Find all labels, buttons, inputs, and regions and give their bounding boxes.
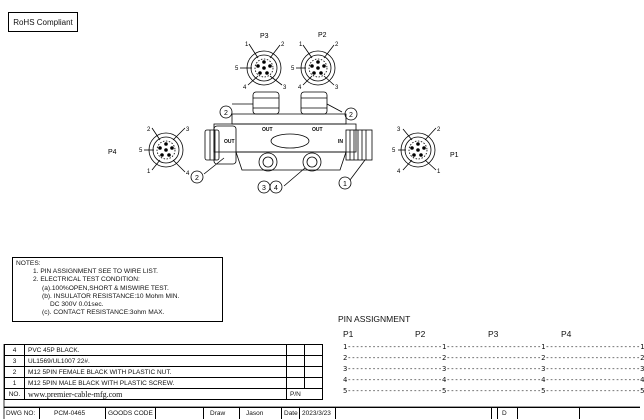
p4-label: P4 xyxy=(108,149,117,156)
draw-label: Draw xyxy=(204,407,240,419)
table-row: 3 UL1569/UL1007 22#. xyxy=(4,355,323,367)
bom-desc: UL1569/UL1007 22#. xyxy=(24,355,287,367)
callout-number: 2 xyxy=(349,112,353,119)
pin-assignment-row: 5-----------------------5---------------… xyxy=(343,386,644,395)
pin-number: 1 xyxy=(299,42,303,48)
connector-body-side-view xyxy=(204,91,373,172)
bom-no: 2 xyxy=(4,366,25,378)
pin-assignment-row: 2-----------------------2---------------… xyxy=(343,353,644,362)
note-line: DC 300V 0.01sec. xyxy=(50,301,104,309)
callout-balloon xyxy=(219,105,233,119)
pin-number: 1 xyxy=(245,42,249,48)
pin-number: 4 xyxy=(298,85,302,91)
table-row: NO. www.premier-cable-mfg.com P/N xyxy=(4,388,323,400)
out-label: OUT xyxy=(224,139,235,145)
pin-number: 5 xyxy=(139,148,143,154)
website-text: www.premier-cable-mfg.com xyxy=(24,388,287,400)
pin-number: 5 xyxy=(392,148,396,154)
dwg-no-value: PCM-0465 xyxy=(40,407,106,419)
table-row: 1 M12 5PIN MALE BLACK WITH PLASTIC SCREW… xyxy=(4,377,323,389)
pin-number: 4 xyxy=(186,171,190,177)
pin-assignment-row: 4-----------------------4---------------… xyxy=(343,375,644,384)
date-label: Date xyxy=(282,407,300,419)
callout-number: 1 xyxy=(343,181,347,188)
bom-no: 1 xyxy=(4,377,25,389)
bom-no: 3 xyxy=(4,355,25,367)
pin-number: 5 xyxy=(235,66,239,72)
pin-assignment-row: 3-----------------------3---------------… xyxy=(343,364,644,373)
callout-balloon xyxy=(190,170,204,184)
note-line: (c). CONTACT RESISTANCE:3ohm MAX. xyxy=(42,309,165,317)
note-line: 2. ELECTRICAL TEST CONDITION: xyxy=(33,276,140,284)
pin-number: 5 xyxy=(291,66,295,72)
p2-label: P2 xyxy=(318,32,327,39)
draw-value: Jason xyxy=(240,407,282,419)
callout-number: 2 xyxy=(224,110,228,117)
p2-connector-face xyxy=(296,44,336,86)
in-label: IN xyxy=(338,139,343,145)
callout-balloon xyxy=(338,176,352,190)
note-line: 1. PIN ASSIGNMENT SEE TO WIRE LIST. xyxy=(33,268,158,276)
pin-assignment-row: 1-----------------------1---------------… xyxy=(343,342,644,351)
dwg-no-label: DWG NO: xyxy=(4,407,40,419)
p4-connector-face xyxy=(144,127,186,173)
bom-desc: PVC 45P BLACK. xyxy=(24,344,287,356)
goods-code-label: GOODS CODE xyxy=(106,407,156,419)
bom-no-header: NO. xyxy=(4,388,25,400)
notes-box: NOTES: 1. PIN ASSIGNMENT SEE TO WIRE LIS… xyxy=(12,257,223,322)
callout-leaders xyxy=(203,103,366,187)
pin-number: 4 xyxy=(397,169,401,175)
pin-number: 1 xyxy=(147,169,151,175)
note-line: (a).100%OPEN,SHORT & MISWIRE TEST. xyxy=(42,284,169,292)
callout-balloon xyxy=(344,107,358,121)
pin-header-p3: P3 xyxy=(488,329,499,339)
p3-label: P3 xyxy=(260,33,269,40)
pin-number: 2 xyxy=(335,42,339,48)
pin-number: 3 xyxy=(397,127,401,133)
pin-assignment-title: PIN ASSIGNMENT xyxy=(338,314,411,324)
table-row: 2 M12 5PIN FEMALE BLACK WITH PLASTIC NUT… xyxy=(4,366,323,378)
table-row: 4 PVC 45P BLACK. xyxy=(4,344,323,356)
callout-number: 4 xyxy=(274,185,278,192)
out-label: OUT xyxy=(262,127,273,133)
notes-title: NOTES: xyxy=(16,260,41,267)
pin-header-p4: P4 xyxy=(561,329,572,339)
note-line: (b). INSULATOR RESISTANCE:10 Mohm MIN. xyxy=(42,292,180,300)
pin-number: 4 xyxy=(243,85,247,91)
pin-header-p1: P1 xyxy=(343,329,354,339)
bill-of-materials: 4 PVC 45P BLACK. 3 UL1569/UL1007 22#. 2 … xyxy=(4,344,323,400)
rohs-compliant-box: RoHS Compliant xyxy=(8,12,78,32)
bom-no: 4 xyxy=(4,344,25,356)
p1-connector-face xyxy=(398,127,437,171)
callout-balloon xyxy=(269,180,283,194)
pin-number: 2 xyxy=(437,127,441,133)
pin-number: 1 xyxy=(437,169,441,175)
pin-number: 3 xyxy=(186,127,190,133)
p3-connector-face xyxy=(240,43,283,86)
pin-number: 3 xyxy=(335,85,339,91)
pin-number: 2 xyxy=(281,42,285,48)
date-value: 2023/3/23 xyxy=(300,407,336,419)
bom-desc: M12 5PIN MALE BLACK WITH PLASTIC SCREW. xyxy=(24,377,287,389)
pin-header-p2: P2 xyxy=(415,329,426,339)
callout-number: 2 xyxy=(195,175,199,182)
pin-number: 3 xyxy=(283,85,287,91)
callout-number: 3 xyxy=(262,185,266,192)
pin-number: 2 xyxy=(147,127,151,133)
out-label: OUT xyxy=(312,127,323,133)
bom-pn-header: P/N xyxy=(286,388,323,400)
revision-value: D xyxy=(498,407,518,419)
bom-desc: M12 5PIN FEMALE BLACK WITH PLASTIC NUT. xyxy=(24,366,287,378)
p1-label: P1 xyxy=(450,152,459,159)
